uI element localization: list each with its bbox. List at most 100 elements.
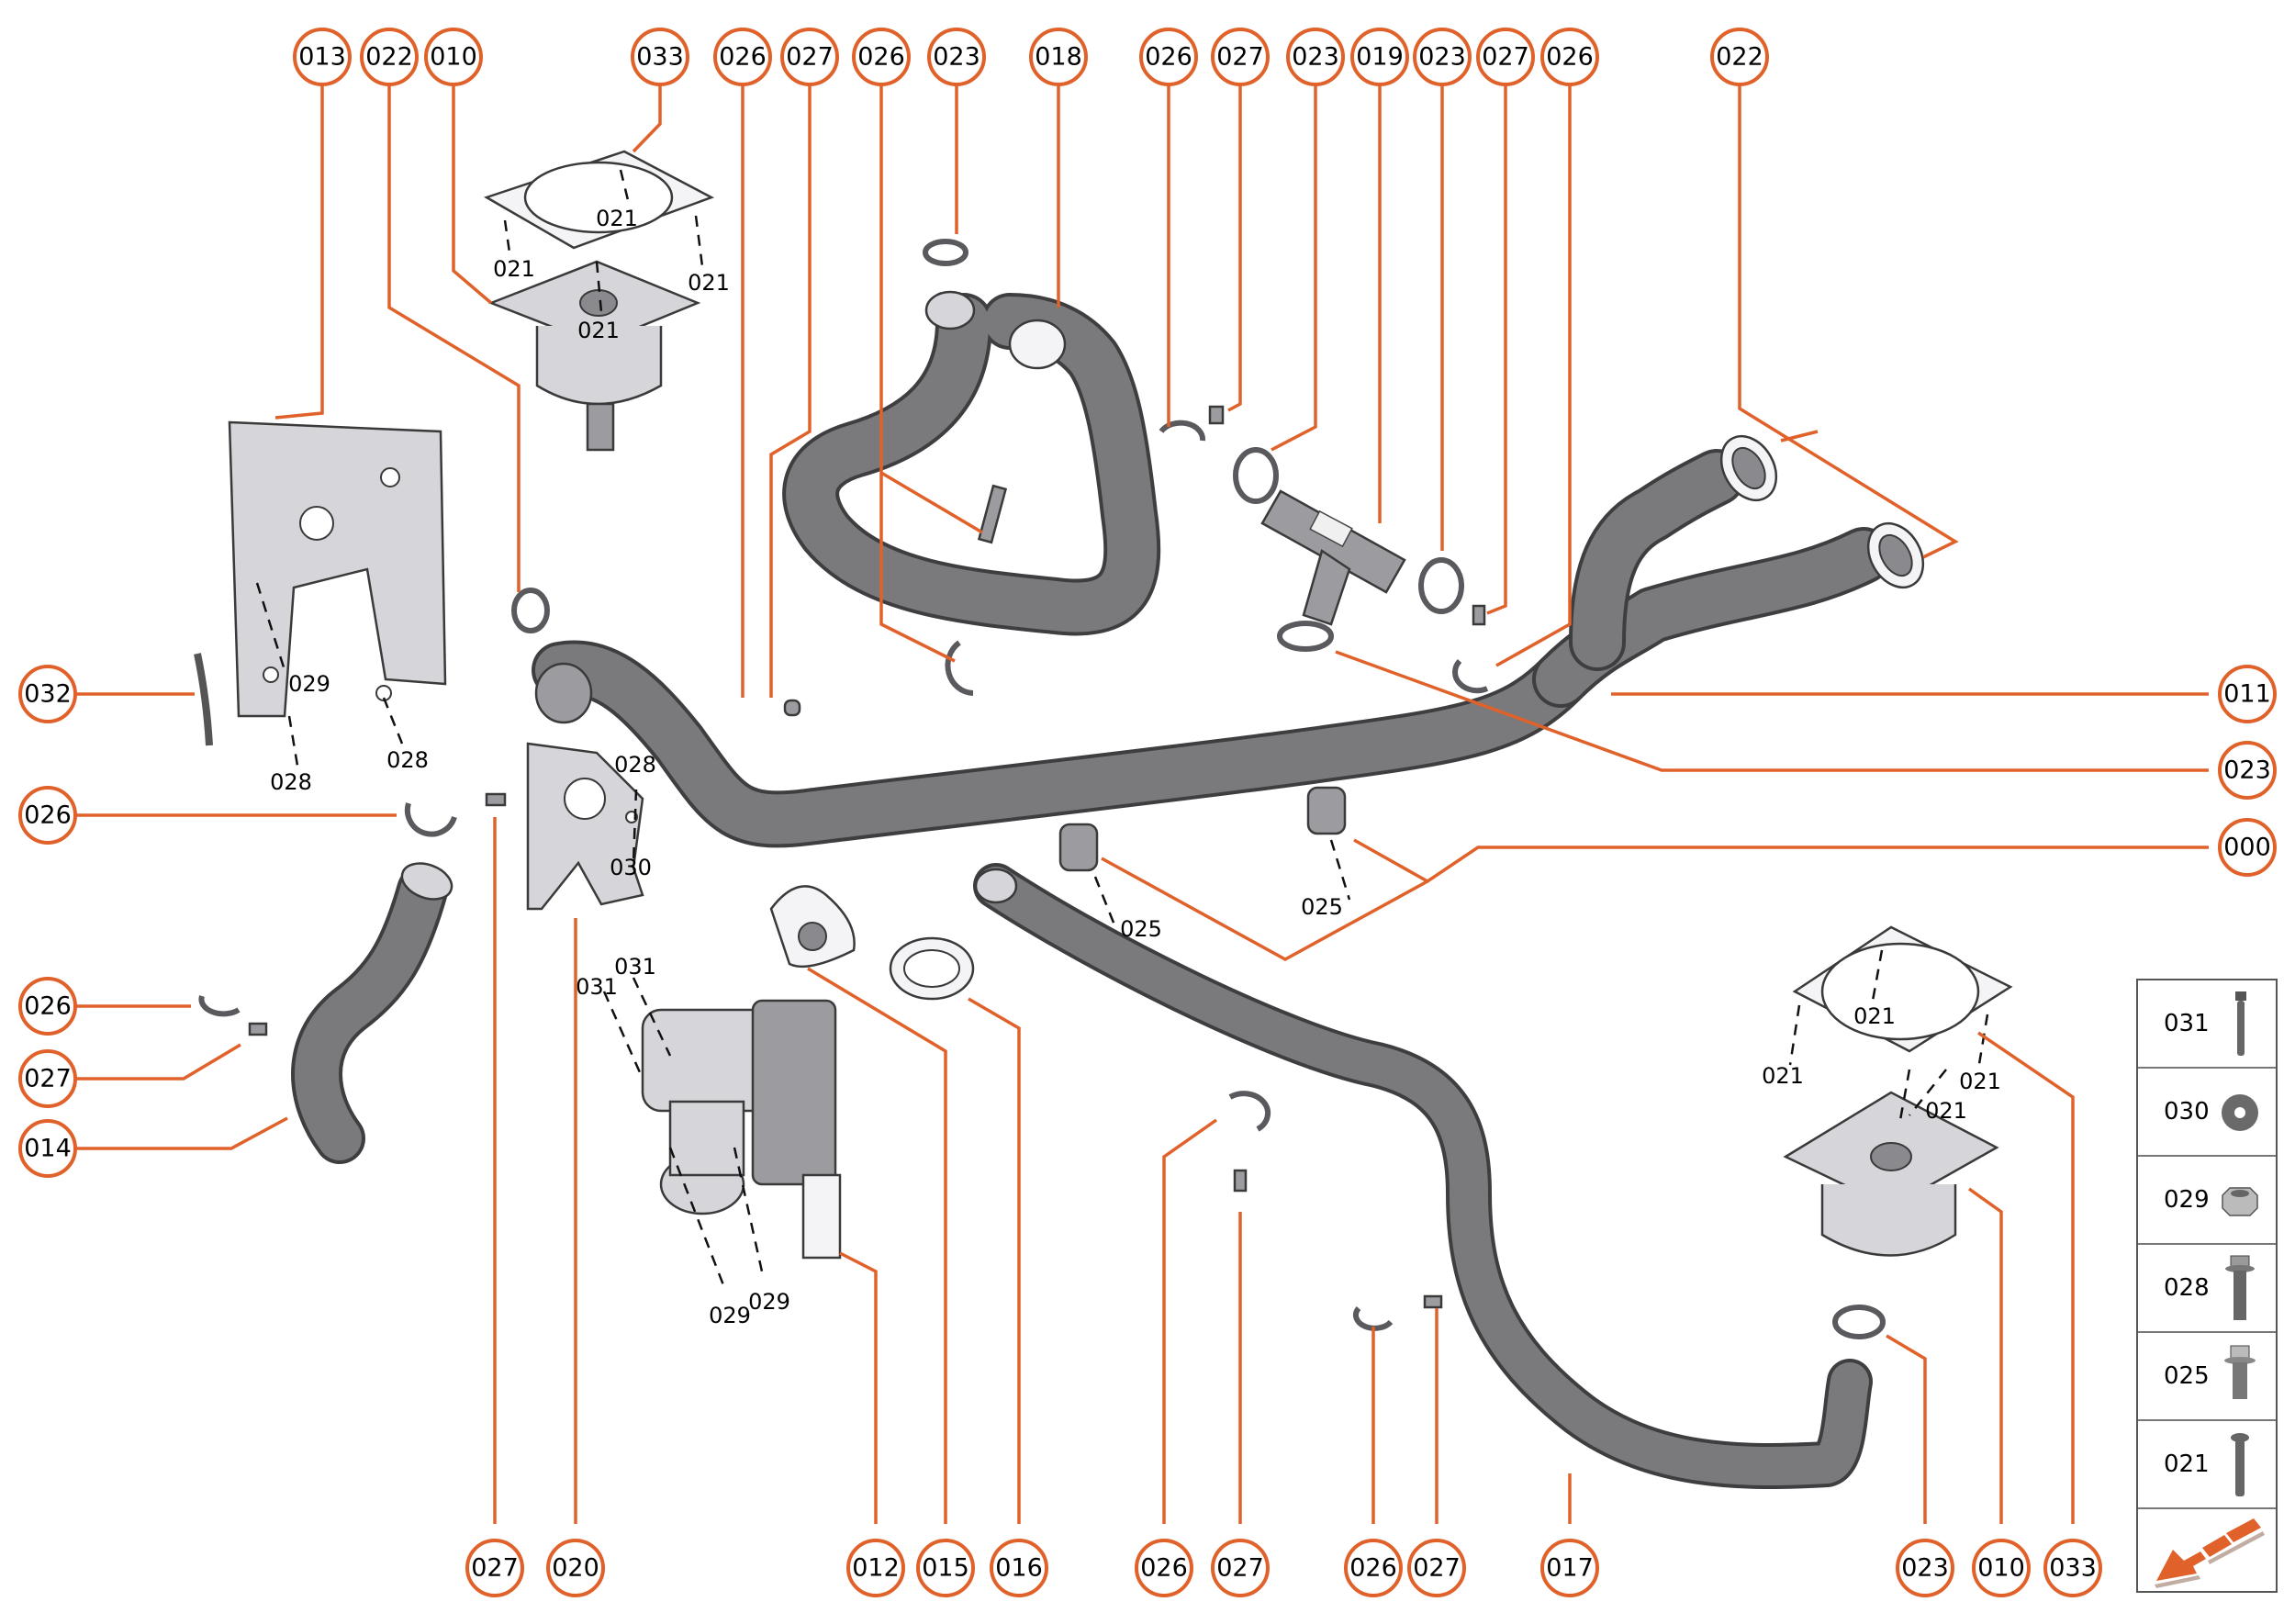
sub-label-021: 021 [688, 270, 730, 296]
expansion-tank-010-top[interactable] [483, 150, 715, 452]
grommet-025[interactable] [1058, 823, 1099, 872]
t-connector-019[interactable] [1260, 489, 1406, 626]
callout-026[interactable]: 026 [1139, 28, 1198, 86]
flange-nut-icon [2222, 1187, 2258, 1216]
callout-circle [1972, 1539, 2031, 1597]
callout-number: 027 [1216, 43, 1264, 72]
legend-row[interactable]: 028 [2138, 1245, 2276, 1333]
callout-020[interactable]: 020 [546, 1539, 605, 1597]
clip-026[interactable] [1228, 1091, 1271, 1132]
sub-label-021: 021 [1959, 1069, 2001, 1094]
callout-017[interactable]: 017 [1540, 1539, 1599, 1597]
clip-026[interactable] [1352, 1306, 1394, 1331]
sub-label-028: 028 [614, 752, 656, 778]
callout-023[interactable]: 023 [1896, 1539, 1954, 1597]
callout-010[interactable]: 010 [1972, 1539, 2031, 1597]
callout-013[interactable]: 013 [293, 28, 352, 86]
clip-032[interactable] [194, 653, 213, 746]
hose-014[interactable] [291, 857, 456, 1164]
callout-number: 033 [636, 43, 684, 72]
callout-019[interactable]: 019 [1350, 28, 1409, 86]
fitting-027[interactable] [1208, 405, 1225, 425]
callout-026[interactable]: 026 [852, 28, 911, 86]
legend-row[interactable]: 031 [2138, 980, 2276, 1069]
callout-012[interactable]: 012 [846, 1539, 905, 1597]
legend-row[interactable]: 029 [2138, 1157, 2276, 1245]
flange-015[interactable] [769, 885, 856, 969]
callout-027[interactable]: 027 [1211, 28, 1270, 86]
callout-032[interactable]: 032 [18, 665, 77, 723]
callout-026[interactable]: 026 [1135, 1539, 1193, 1597]
fittings-027 [248, 405, 1486, 1309]
seal-rings-022[interactable] [1710, 426, 1934, 597]
clamp-023[interactable] [1277, 621, 1334, 652]
clip-026[interactable] [945, 640, 974, 696]
callout-014[interactable]: 014 [18, 1119, 77, 1178]
fitting-027[interactable] [1423, 1294, 1443, 1309]
hose-011[interactable] [532, 449, 1892, 848]
seal-016[interactable] [889, 936, 975, 1001]
callout-011[interactable]: 011 [2218, 665, 2277, 723]
bleed-valve[interactable] [977, 484, 1008, 544]
callout-circle [1211, 1539, 1270, 1597]
grommet-025[interactable] [1306, 786, 1347, 835]
expansion-tank-010-bottom[interactable] [1783, 925, 2013, 1257]
callout-010[interactable]: 010 [424, 28, 483, 86]
legend-row[interactable]: 030 [2138, 1069, 2276, 1157]
washer-icon [2222, 1094, 2258, 1131]
fitting-027[interactable] [485, 792, 507, 807]
legend-code: 030 [2164, 1098, 2210, 1126]
callout-033[interactable]: 033 [2043, 1539, 2102, 1597]
callout-016[interactable]: 016 [990, 1539, 1048, 1597]
sub-label-029: 029 [288, 671, 330, 697]
callout-026[interactable]: 026 [18, 977, 77, 1036]
callout-023[interactable]: 023 [1413, 28, 1472, 86]
callout-033[interactable]: 033 [631, 28, 689, 86]
callout-023[interactable]: 023 [2218, 741, 2277, 800]
callout-026[interactable]: 026 [713, 28, 772, 86]
callout-023[interactable]: 023 [927, 28, 986, 86]
clamp-023[interactable] [1832, 1305, 1886, 1339]
callout-026[interactable]: 026 [1344, 1539, 1403, 1597]
callout-015[interactable]: 015 [916, 1539, 975, 1597]
fitting-027[interactable] [1472, 604, 1486, 626]
callout-circle [18, 977, 77, 1036]
legend-row[interactable]: 021 [2138, 1421, 2276, 1509]
callout-027[interactable]: 027 [1476, 28, 1535, 86]
bracket-013[interactable] [228, 420, 447, 718]
callout-027[interactable]: 027 [1211, 1539, 1270, 1597]
callout-018[interactable]: 018 [1029, 28, 1088, 86]
callout-026[interactable]: 026 [1540, 28, 1599, 86]
callout-027[interactable]: 027 [780, 28, 839, 86]
callout-number: 020 [552, 1554, 599, 1583]
callout-027[interactable]: 027 [18, 1049, 77, 1108]
callout-027[interactable]: 027 [465, 1539, 524, 1597]
hose-017[interactable] [973, 863, 1873, 1489]
callout-number: 027 [1413, 1554, 1461, 1583]
sub-label-021: 021 [1762, 1063, 1804, 1089]
fitting-027[interactable] [783, 699, 801, 717]
clamp-023[interactable] [1233, 447, 1279, 504]
hose-018[interactable] [782, 290, 1161, 636]
callout-000[interactable]: 000 [2218, 818, 2277, 877]
electric-pump-012[interactable] [641, 999, 842, 1260]
clip-026[interactable] [1159, 420, 1206, 442]
callout-023[interactable]: 023 [1286, 28, 1345, 86]
sub-labels: 021 021 021 021 029 028 028 028 030 031 … [270, 206, 2001, 1328]
callout-number: 022 [365, 43, 413, 72]
callouts-left: 032 026 026 027 014 [18, 665, 77, 1178]
clip-026[interactable] [1452, 658, 1489, 694]
callout-022[interactable]: 022 [360, 28, 419, 86]
legend-row[interactable]: 025 [2138, 1333, 2276, 1421]
fitting-027[interactable] [1233, 1169, 1248, 1193]
callout-022[interactable]: 022 [1710, 28, 1769, 86]
clamp-023[interactable] [1418, 557, 1464, 614]
clamp-023[interactable] [923, 239, 968, 266]
clip-026[interactable] [198, 995, 241, 1017]
clip-026[interactable] [404, 802, 457, 837]
callout-027[interactable]: 027 [1407, 1539, 1466, 1597]
fitting-027[interactable] [248, 1022, 268, 1036]
callout-026[interactable]: 026 [18, 786, 77, 845]
callout-circle [1286, 28, 1345, 86]
clamp-022[interactable] [511, 588, 550, 633]
